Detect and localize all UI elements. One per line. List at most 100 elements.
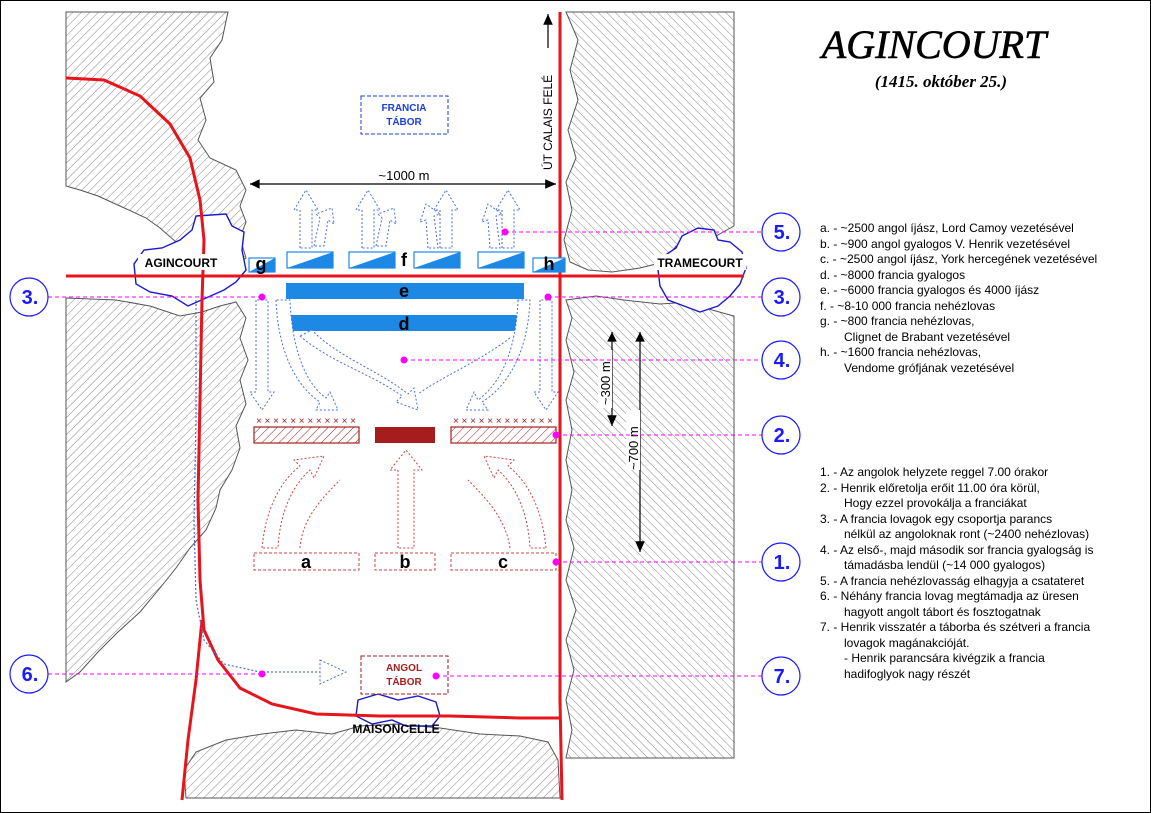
unit-f-1 (286, 251, 334, 269)
svg-text:5.: 5. (774, 222, 791, 244)
legend-units: a. - ~2500 angol íjász, Lord Camoy vezet… (820, 221, 1097, 376)
legend-events: 1. - Az angolok helyzete reggel 7.00 óra… (820, 465, 1093, 682)
retreat-arrow-4 (481, 203, 504, 249)
place-tramecourt: TRAMECOURT (657, 256, 743, 270)
unit-e-label: e (399, 281, 409, 301)
forest-areas (65, 11, 735, 799)
legend-line: 5. - A francia nehézlovasság elhagyja a … (820, 573, 1085, 588)
unit-h (532, 257, 566, 273)
route-french-raid (193, 300, 330, 673)
stage-pointer-lines (48, 231, 762, 677)
legend-line: 6. - Néhány francia lovag megtámadja az … (820, 589, 1079, 603)
english-initial-positions (253, 552, 557, 571)
english-unit-b (374, 552, 436, 571)
legend-line: 2. - Henrik előretolja erőit 11.00 óra k… (820, 480, 1040, 495)
legend-line: Vendome grófjának vezetésével (844, 360, 1015, 375)
village-maisoncelle (355, 693, 441, 727)
retreat-arrow-1 (293, 189, 319, 249)
english-forward-right (450, 426, 557, 444)
unit-e-bar (286, 283, 524, 299)
retreat-arrow-3b (433, 189, 459, 249)
unit-h-label: h (544, 254, 555, 274)
stage-marker-6: 6. (9, 654, 49, 694)
french-unit-letters: g f h e d (256, 250, 555, 334)
camp-english-label-2: TÁBOR (386, 675, 422, 688)
roads (65, 12, 744, 801)
map-subtitle: (1415. október 25.) (875, 72, 1007, 91)
attack-arrow-left-outer (249, 299, 275, 411)
legend-line: b. - ~900 angol gyalogos V. Henrik vezet… (820, 236, 1071, 251)
map-title: AGINCOURT (819, 22, 1049, 67)
stage-marker-5: 5. (761, 212, 801, 252)
english-forward-left (253, 426, 360, 444)
stage-marker-2: 2. (761, 415, 801, 455)
svg-text:4.: 4. (774, 350, 791, 372)
unit-d-label: d (399, 314, 410, 334)
english-unit-c (450, 552, 557, 571)
stage-marker-7: 7. (761, 656, 801, 696)
stakes-right: ×××××××××××× (453, 416, 553, 427)
unit-f-label: f (401, 250, 408, 270)
road-to-calais (558, 12, 564, 801)
svg-text:3.: 3. (22, 287, 39, 309)
english-arrow-c (483, 455, 547, 549)
attack-arrow-right-curve (465, 299, 531, 411)
french-attack-arrows (249, 299, 559, 411)
measure-300m-label: ~300 m (598, 361, 613, 405)
stage-marker-4: 4. (761, 340, 801, 380)
arrow-raid-head (319, 659, 348, 685)
retreat-arrow-4b (495, 189, 521, 249)
attack-arrow-right-outer (533, 299, 559, 411)
measure-700m-bg (626, 410, 640, 470)
attack-arrow-center (299, 329, 419, 411)
place-maisoncelle: MAISONCELLE (352, 722, 439, 736)
legend-line: hadifoglyok nagy részét (844, 666, 971, 681)
road-agincourt-maisoncelle (65, 76, 560, 720)
measure-700m-label: ~700 m (626, 426, 641, 470)
road-calais-label: ÚT CALAIS FELÉ (540, 75, 555, 170)
place-agincourt: AGINCOURT (145, 256, 218, 270)
legend-line: 4. - Az első-, majd második sor francia … (820, 542, 1094, 557)
english-arrow-a (261, 455, 325, 549)
unit-b-label: b (400, 552, 411, 572)
unit-g (248, 257, 276, 273)
stage-pointer-dots (258, 228, 560, 680)
stage-marker-1: 1. (761, 542, 801, 582)
legend-line: lovagok magánakcióját. (844, 635, 970, 650)
stage-markers: 5. 3. 3. 4. 2. 1. 6. 7. (9, 212, 801, 696)
legend-line: - Henrik parancsára kivégzik a francia (844, 651, 1045, 665)
legend-line: h. - ~1600 francia nehézlovas, (820, 345, 982, 359)
stage-marker-3-right: 3. (761, 277, 801, 317)
legend-line: 3. - A francia lovagok egy csoportja par… (820, 511, 1053, 526)
unit-d-bar (286, 315, 524, 331)
legend-line: támadásba lendül (~14 000 gyalogos) (844, 558, 1046, 572)
retreat-arrow-2 (355, 189, 381, 249)
legend-line: Hogy ezzel provokálja a franciákat (844, 496, 1027, 510)
french-units (248, 251, 566, 331)
forest-east (565, 295, 735, 759)
unit-a-label: a (301, 552, 312, 572)
agincourt-label-bg (138, 254, 224, 270)
forest-south (183, 723, 561, 799)
svg-text:1.: 1. (774, 552, 791, 574)
stakes-left: ×××××××××××× (256, 416, 356, 427)
measure-width-label: ~1000 m (379, 168, 430, 183)
unit-c-label: c (498, 552, 508, 572)
legend-line: hagyott angolt tábort és fosztogatnak (844, 604, 1041, 619)
english-forward-center (375, 427, 435, 443)
retreat-arrow-2b (375, 207, 397, 247)
unit-f-4 (477, 251, 525, 269)
legend-line: Clignet de Brabant vezetésével (844, 329, 1011, 344)
road-agincourt-south (180, 619, 204, 801)
retreat-arrow-1b (313, 207, 335, 247)
camp-french-box (360, 95, 449, 135)
camp-english-label-1: ANGOL (386, 663, 422, 674)
svg-text:7.: 7. (774, 666, 791, 688)
forest-west (65, 297, 249, 683)
camp-french-label-1: FRANCIA (382, 103, 427, 114)
measure-width-bg (368, 166, 440, 182)
attack-arrow-left-curve (275, 299, 339, 411)
svg-text:6.: 6. (22, 664, 39, 686)
attack-arrow-right-inner (417, 337, 511, 395)
